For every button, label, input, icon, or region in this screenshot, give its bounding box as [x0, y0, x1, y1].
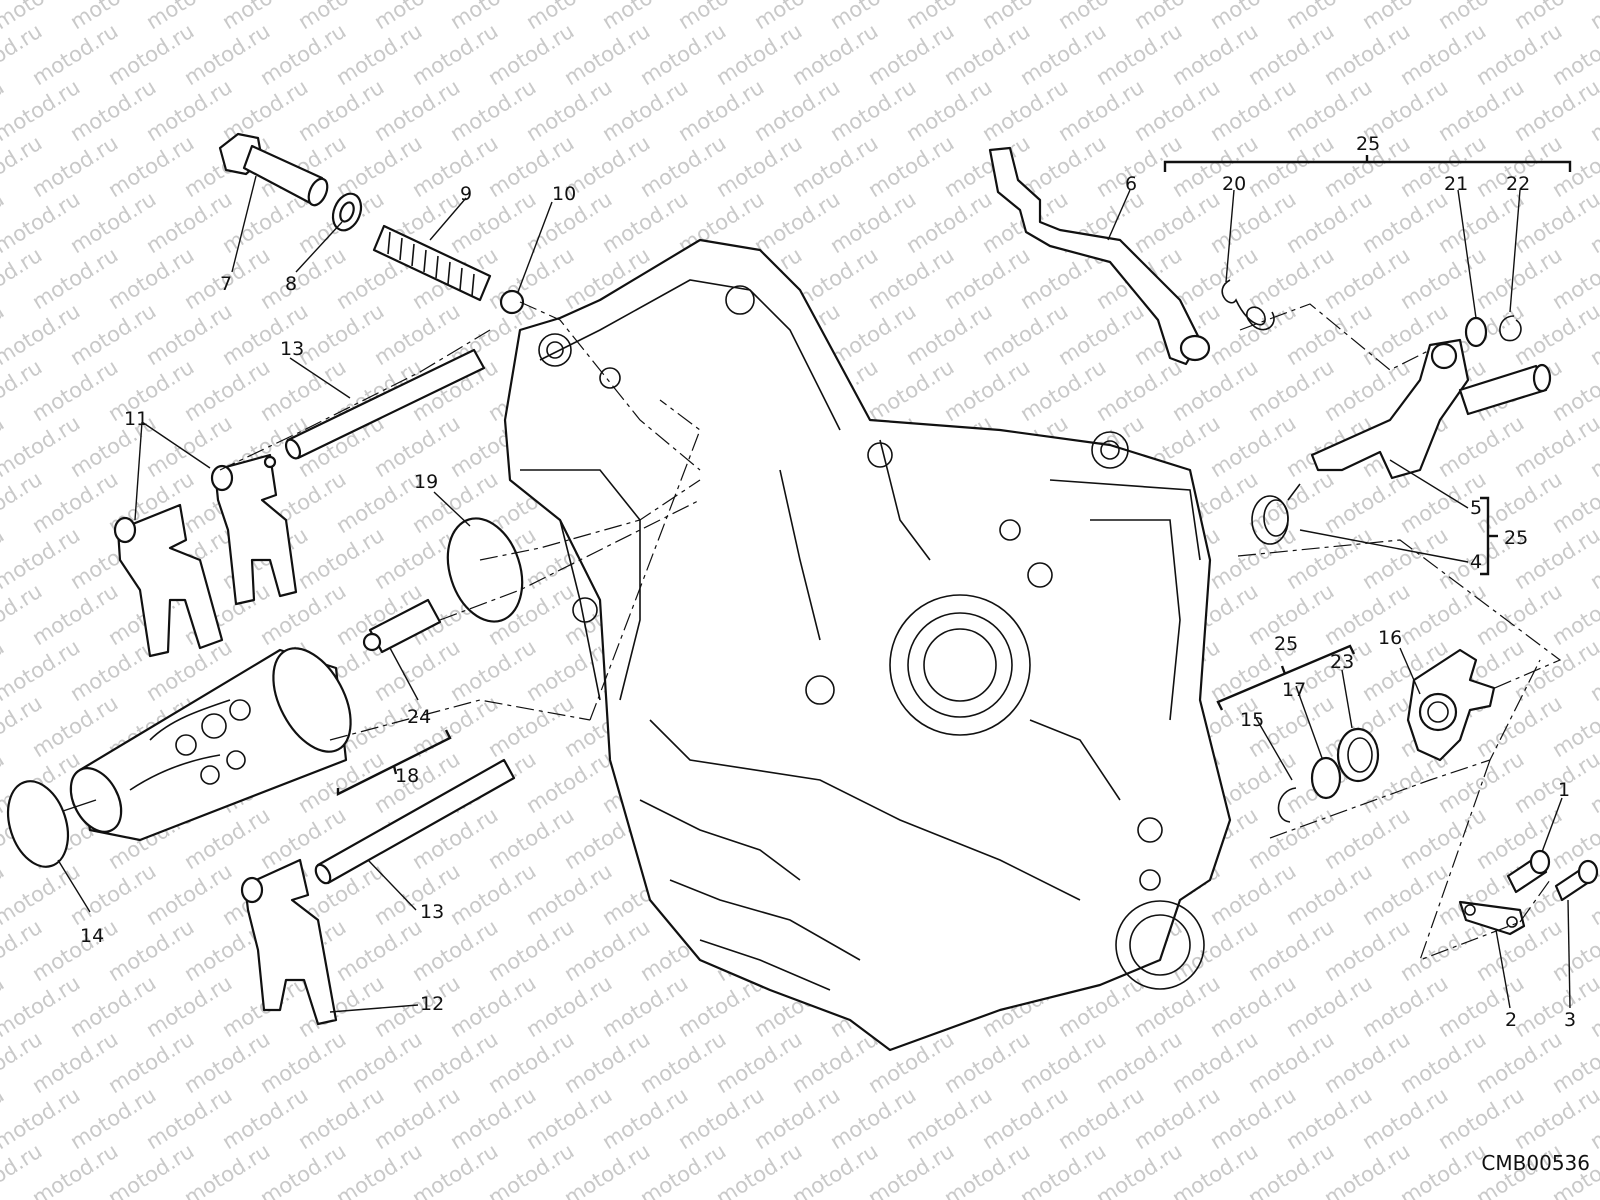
part-1-screw: [1506, 849, 1551, 894]
part-21-washer: [1464, 316, 1488, 348]
assembly-brackets: [336, 155, 1572, 796]
callout-18: 18: [395, 765, 419, 787]
callout-25-right: 25: [1504, 527, 1528, 549]
part-6-pawl-arm: [988, 146, 1211, 366]
callout-24: 24: [407, 706, 431, 728]
watermark-text: motod.ru: [1586, 0, 1600, 34]
callout-14: 14: [80, 925, 104, 947]
callout-16: 16: [1378, 627, 1402, 649]
part-14-o-ring: [7, 780, 69, 868]
part-12-shift-fork: [240, 858, 338, 1026]
part-18-shift-drum: [59, 647, 352, 842]
part-23-bearing: [1336, 727, 1380, 783]
part-7-pivot-bolt: [218, 132, 329, 207]
part-4-shaft-spring: [1251, 483, 1301, 545]
callout-20: 20: [1222, 173, 1246, 195]
crankcase-half: [503, 238, 1232, 1052]
part-3-screw: [1554, 859, 1599, 902]
assembly-centerlines: [219, 301, 1562, 962]
callout-15: 15: [1240, 709, 1264, 731]
part-16-index-plate: [1406, 648, 1496, 762]
callout-leaders: [57, 175, 1571, 1013]
callout-10: 10: [552, 183, 576, 205]
part-5-gearshift-shaft: [1310, 338, 1552, 480]
callout-25-mid: 25: [1274, 633, 1298, 655]
callout-19: 19: [414, 471, 438, 493]
part-2-lock-plate: [1458, 900, 1526, 936]
callout-7: 7: [220, 273, 232, 295]
callout-4: 4: [1470, 551, 1482, 573]
part-17-ring: [1310, 756, 1342, 800]
callout-13-lower: 13: [420, 901, 444, 923]
callout-23: 23: [1330, 651, 1354, 673]
callout-13-upper: 13: [280, 338, 304, 360]
part-8-washer: [331, 192, 363, 232]
callout-5: 5: [1470, 497, 1482, 519]
callout-21: 21: [1444, 173, 1468, 195]
part-13-fork-rod-upper: [284, 348, 486, 460]
part-15-circlip: [1277, 787, 1297, 823]
part-22-circlip: [1499, 315, 1522, 342]
callout-25-top: 25: [1356, 133, 1380, 155]
callout-2: 2: [1505, 1009, 1517, 1031]
callout-3: 3: [1564, 1009, 1576, 1031]
part-11-shift-fork-b: [210, 453, 298, 606]
callout-9: 9: [460, 183, 472, 205]
part-13-fork-rod-lower: [314, 758, 516, 885]
callout-1: 1: [1558, 779, 1570, 801]
callout-8: 8: [285, 273, 297, 295]
part-9-spring: [372, 224, 492, 302]
callout-labels: 7 8 9 10 13 11 19 24 18 14 13 12 25 6 20…: [80, 133, 1576, 1031]
callout-6: 6: [1125, 173, 1137, 195]
part-11-shift-fork-a: [113, 503, 224, 658]
callout-11: 11: [124, 408, 148, 430]
drawing-code: CMB00536: [1481, 1151, 1590, 1175]
callout-22: 22: [1506, 173, 1530, 195]
callout-12: 12: [420, 993, 444, 1015]
part-10-ball: [499, 289, 525, 315]
callout-17: 17: [1282, 679, 1306, 701]
part-24-drum-pin: [362, 598, 442, 654]
part-20-return-spring: [1221, 279, 1275, 331]
